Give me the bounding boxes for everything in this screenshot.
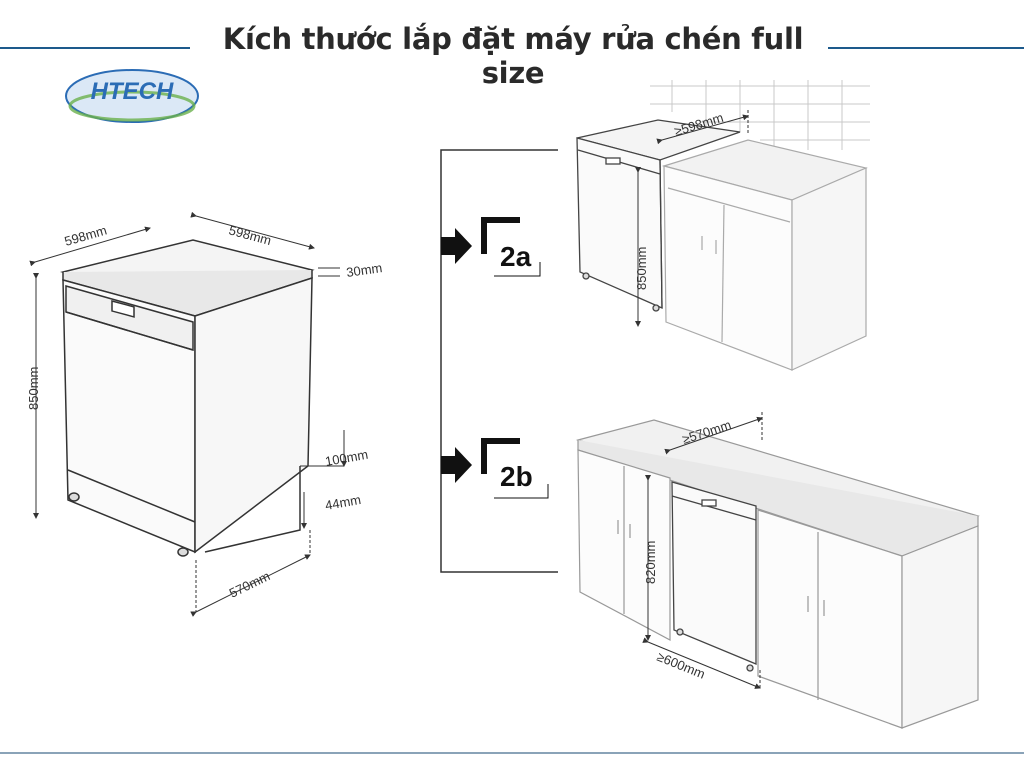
option-2a-scene [576,80,870,371]
badge-2b: 2b [481,438,549,499]
option-2b-height-dimension: 820mm [643,541,658,584]
header: Kích thước lắp đặt máy rửa chén full siz… [0,22,1024,90]
page-title: Kích thước lắp đặt máy rửa chén full siz… [222,22,804,90]
width-dimension: 598mm [63,223,109,249]
option-2b-width-dimension: ≥600mm [655,649,707,682]
svg-text:2b: 2b [500,461,533,492]
foot-dimension: 44mm [324,492,362,513]
top-thickness-dimension: 30mm [345,260,383,280]
option-2b-scene [575,412,980,729]
title-rule-right [828,47,1024,49]
logo-text: HTECH [91,78,174,105]
base-depth-dimension: 570mm [227,568,273,600]
height-dimension: 850mm [26,367,41,410]
svg-text:2a: 2a [500,241,532,272]
title-rule-left [0,47,190,49]
options-bracket [440,149,558,573]
depth-dimension: 598mm [227,222,273,248]
kickplate-dimension: 100mm [324,447,369,469]
arrow-2b-icon [441,447,472,483]
bottom-rule [0,752,1024,754]
option-2a-height-dimension: 850mm [634,247,649,290]
freestanding-dishwasher [60,239,315,557]
arrow-2a-icon [441,228,472,264]
badge-2a: 2a [481,217,541,277]
htech-logo: HTECH [65,69,199,123]
